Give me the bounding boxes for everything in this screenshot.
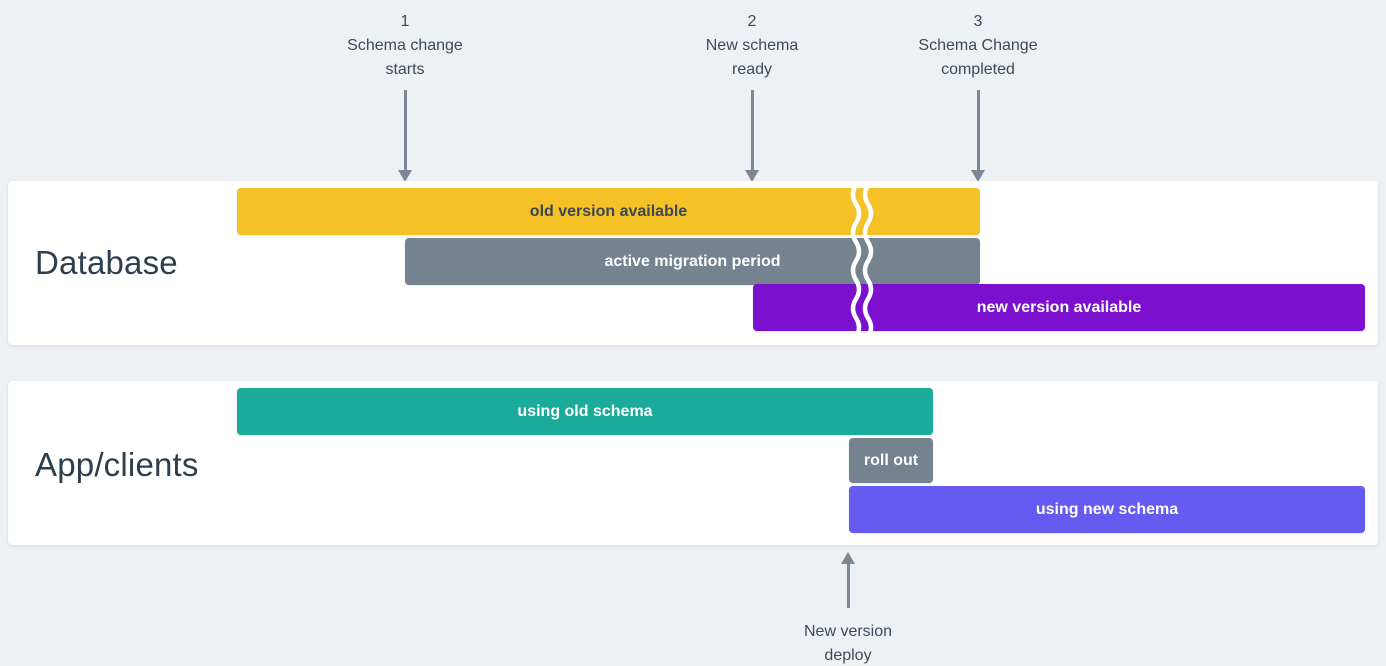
timeline-marker-1: 1 Schema change starts bbox=[295, 10, 515, 182]
marker-number: 3 bbox=[973, 13, 983, 30]
bar-label: using old schema bbox=[517, 402, 653, 420]
bar-label: new version available bbox=[976, 298, 1142, 316]
down-arrow-icon bbox=[745, 90, 759, 182]
marker-number: 1 bbox=[400, 13, 410, 30]
deploy-label-line2: deploy bbox=[824, 647, 872, 664]
timeline-marker-2: 2 New schema ready bbox=[642, 10, 862, 182]
bar-label: using new schema bbox=[1035, 500, 1179, 518]
arrow-head bbox=[398, 170, 412, 182]
arrow-shaft bbox=[403, 90, 407, 170]
down-arrow-icon bbox=[971, 90, 985, 182]
marker-label-line1: New schema bbox=[705, 37, 799, 54]
marker-label-line2: ready bbox=[731, 61, 773, 78]
arrow-head bbox=[971, 170, 985, 182]
marker-label-line1: Schema change bbox=[347, 37, 463, 54]
lane-label-database: Database bbox=[35, 244, 178, 281]
bar-label: old version available bbox=[529, 202, 688, 220]
arrow-shaft bbox=[976, 90, 980, 170]
up-arrow-icon bbox=[841, 552, 855, 608]
arrow-shaft bbox=[750, 90, 754, 170]
deploy-marker: New version deploy bbox=[738, 552, 958, 666]
bar-roll-out: roll out bbox=[849, 438, 933, 483]
lane-database: Database old version available active mi… bbox=[8, 181, 1378, 345]
bar-label: active migration period bbox=[604, 252, 781, 270]
marker-label-line1: Schema Change bbox=[918, 37, 1038, 54]
lane-app-clients: App/clients using old schema roll out us… bbox=[8, 381, 1378, 545]
marker-number: 2 bbox=[747, 13, 757, 30]
arrow-head bbox=[745, 170, 759, 182]
arrow-head bbox=[841, 552, 855, 564]
bar-label: roll out bbox=[863, 451, 919, 469]
bar-old-version-available: old version available bbox=[237, 188, 980, 235]
marker-label-line2: starts bbox=[385, 61, 425, 78]
lane-label-app-clients: App/clients bbox=[35, 446, 199, 483]
bar-using-new-schema: using new schema bbox=[849, 486, 1365, 533]
bar-using-old-schema: using old schema bbox=[237, 388, 933, 435]
bar-new-version-available: new version available bbox=[753, 284, 1365, 331]
deploy-label-line1: New version bbox=[803, 623, 893, 640]
bar-active-migration-period: active migration period bbox=[405, 238, 980, 285]
marker-label-line2: completed bbox=[941, 61, 1015, 78]
down-arrow-icon bbox=[398, 90, 412, 182]
timeline-marker-3: 3 Schema Change completed bbox=[868, 10, 1088, 182]
arrow-shaft bbox=[846, 564, 850, 608]
